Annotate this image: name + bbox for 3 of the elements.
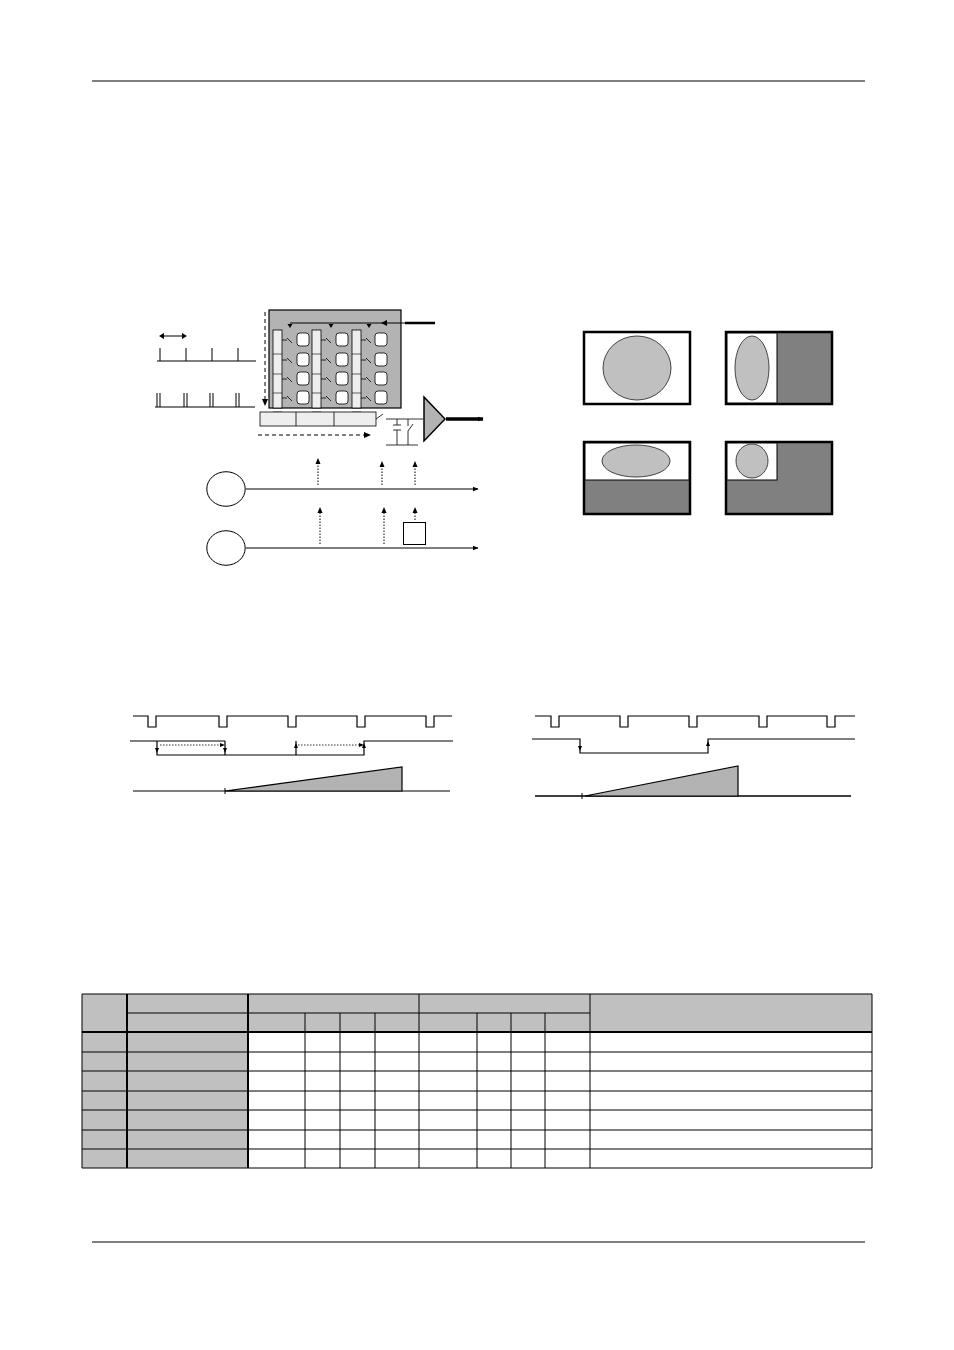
arrow	[245, 486, 479, 492]
arrow	[245, 545, 479, 551]
arrow	[446, 416, 484, 422]
